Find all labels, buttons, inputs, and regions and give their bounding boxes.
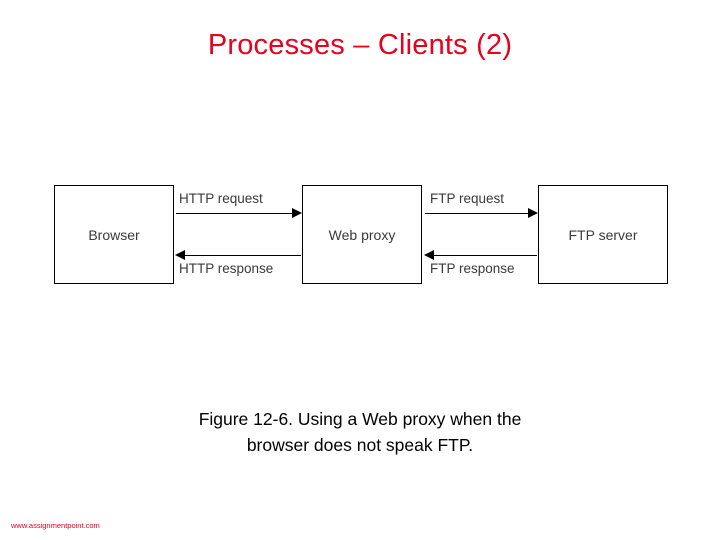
diagram-node-ftp-server: FTP server — [538, 185, 668, 284]
edge-label-http-request: HTTP request — [179, 191, 263, 206]
figure-caption-line-2: browser does not speak FTP. — [246, 435, 474, 455]
edge-label-ftp-request: FTP request — [430, 191, 505, 206]
arrow-ftp-response-line — [433, 255, 537, 256]
page-title: Processes – Clients (2) — [207, 29, 513, 61]
watermark-text: www.assignmentpoint.com — [11, 521, 100, 530]
figure-caption-line-1: Figure 12-6. Using a Web proxy when the — [198, 409, 522, 429]
edge-label-http-response: HTTP response — [179, 261, 274, 276]
arrow-left-icon — [175, 250, 185, 260]
arrow-ftp-request-line — [425, 213, 529, 214]
diagram-node-browser: Browser — [54, 185, 174, 284]
arrow-right-icon — [528, 208, 538, 218]
arrow-http-response-line — [184, 255, 301, 256]
diagram-node-ftp-server-label: FTP server — [568, 226, 638, 243]
proxy-flow-diagram: Browser Web proxy FTP server HTTP reques… — [46, 183, 676, 288]
arrow-http-request-line — [176, 213, 293, 214]
figure-caption: Figure 12-6. Using a Web proxy when the … — [110, 406, 610, 458]
diagram-node-web-proxy: Web proxy — [302, 185, 422, 284]
arrow-left-icon — [424, 250, 434, 260]
arrow-right-icon — [292, 208, 302, 218]
diagram-node-browser-label: Browser — [88, 226, 140, 243]
diagram-node-web-proxy-label: Web proxy — [328, 226, 396, 243]
edge-label-ftp-response: FTP response — [430, 261, 515, 276]
